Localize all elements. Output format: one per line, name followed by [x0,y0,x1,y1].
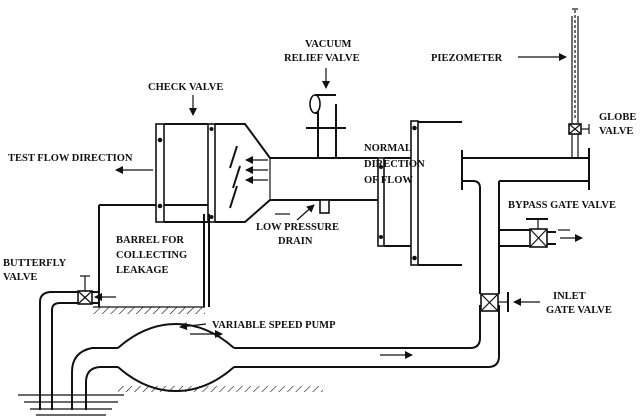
bypass-gate-valve [499,218,583,248]
label-butterfly-2: VALVE [3,272,37,283]
label-normal-3: OF FLOW [364,175,413,186]
leakage-barrel [98,204,210,307]
label-vacuum-relief-2: RELIEF VALVE [284,53,360,64]
label-bypass: BYPASS GATE VALVE [508,200,616,211]
label-pump: VARIABLE SPEED PUMP [212,320,336,331]
label-barrel-3: LEAKAGE [116,265,169,276]
label-butterfly-1: BUTTERFLY [3,258,67,269]
label-vacuum-relief-1: VACUUM [305,39,352,50]
inlet-gate-valve [480,292,540,312]
label-low-pressure-2: DRAIN [278,236,313,247]
label-inlet-1: INLET [553,291,586,302]
piezometer-tube [518,8,579,124]
label-globe-1: GLOBE [599,112,636,123]
label-low-pressure-1: LOW PRESSURE [256,222,339,233]
discharge-pipe [234,305,500,368]
drain-arrow [296,204,315,221]
globe-valve [568,123,590,157]
label-barrel-2: COLLECTING [116,250,187,261]
label-normal-2: DIRECTION [364,159,425,170]
suction-pipe [39,291,118,410]
label-inlet-2: GATE VALVE [546,305,612,316]
riser-pipe [461,148,590,294]
ground-hatching [93,306,323,392]
label-check-valve: CHECK VALVE [148,82,223,93]
pump-label-arrow [179,322,207,331]
variable-speed-pump [117,322,235,393]
test-section-pipe [115,68,462,266]
label-test-flow: TEST FLOW DIRECTION [8,153,133,164]
label-piezometer: PIEZOMETER [431,53,503,64]
label-barrel-1: BARREL FOR [116,235,184,246]
label-normal-1: NORMAL [364,143,412,154]
butterfly-valve [77,275,116,305]
label-globe-2: VALVE [599,126,633,137]
